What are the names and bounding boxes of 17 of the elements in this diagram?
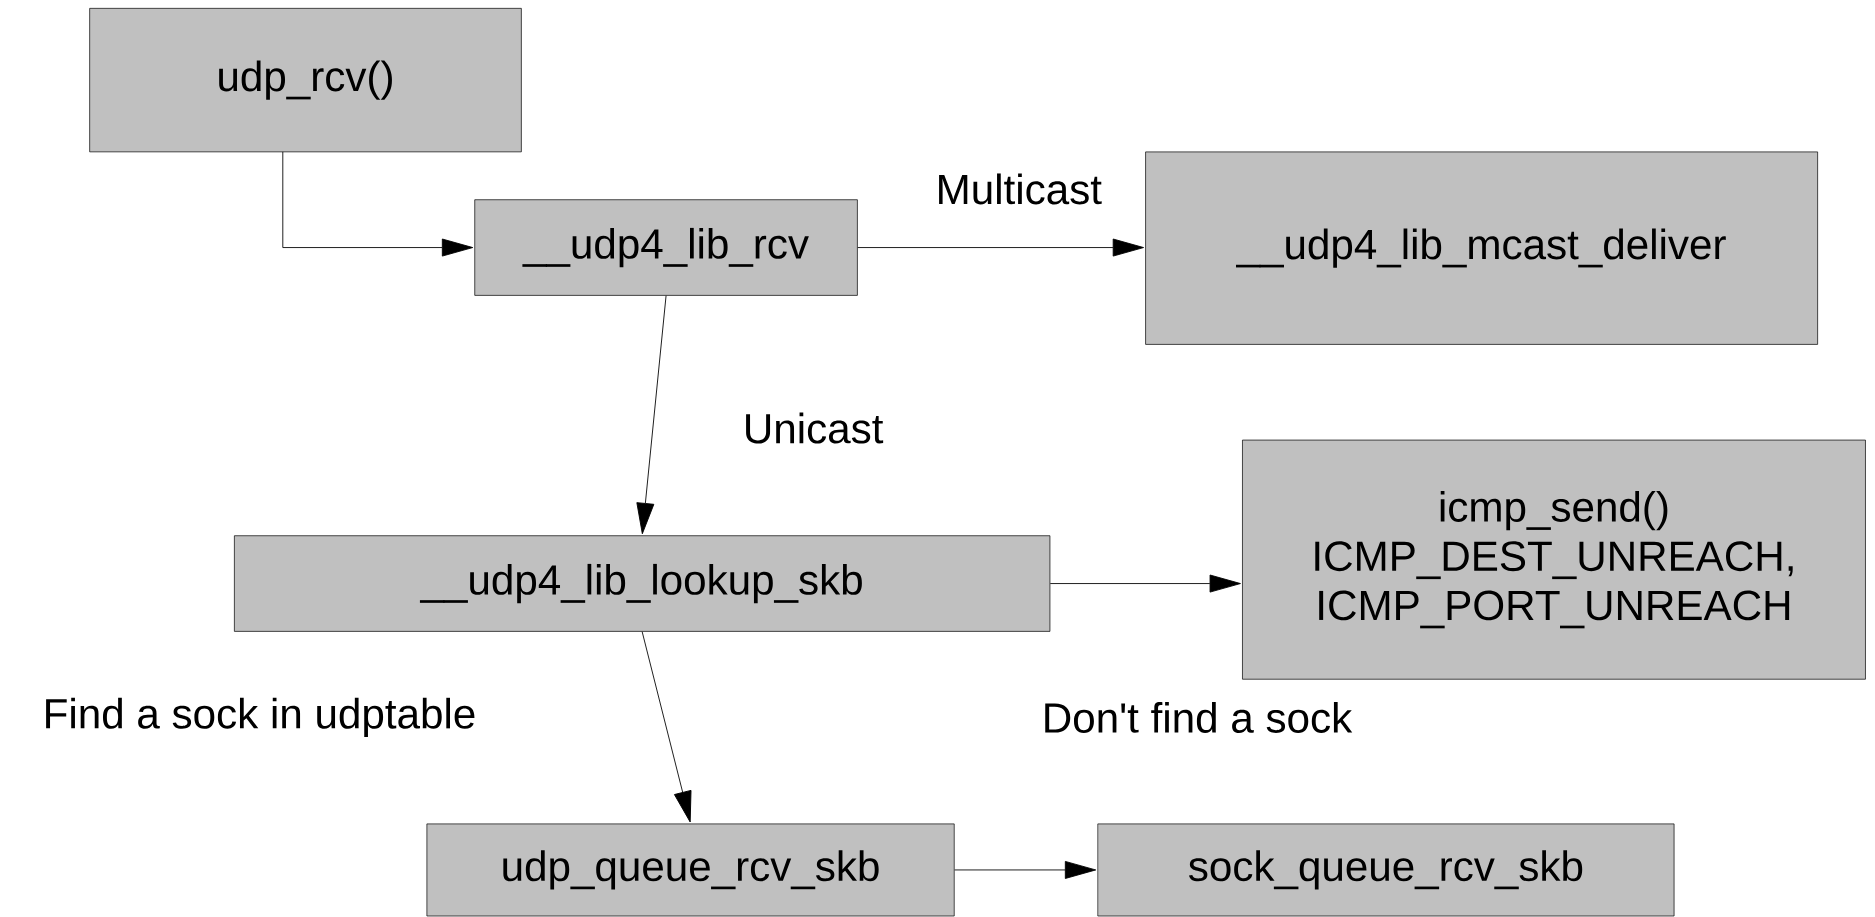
process-box: udp_queue_rcv_skb <box>426 823 955 917</box>
process-box: __udp4_lib_rcv <box>474 199 858 296</box>
process-box: icmp_send() ICMP_DEST_UNREACH, ICMP_PORT_UNREACH <box>1242 439 1866 680</box>
edge-label: Don't find a sock <box>1040 700 1354 735</box>
arrow <box>954 860 1097 879</box>
arrow <box>857 238 1145 257</box>
arrow <box>1049 574 1241 593</box>
process-box: udp_rcv() <box>89 7 522 153</box>
arrow <box>641 631 692 823</box>
arrow <box>282 151 474 257</box>
edge-label: Find a sock in udptable <box>40 696 479 739</box>
edge-label: Unicast <box>741 410 886 446</box>
process-box: __udp4_lib_mcast_deliver <box>1145 151 1818 345</box>
process-box: sock_queue_rcv_skb <box>1097 823 1675 917</box>
process-box: __udp4_lib_lookup_skb <box>234 535 1051 632</box>
edge-label: Multicast <box>933 171 1104 207</box>
arrow <box>636 295 667 535</box>
